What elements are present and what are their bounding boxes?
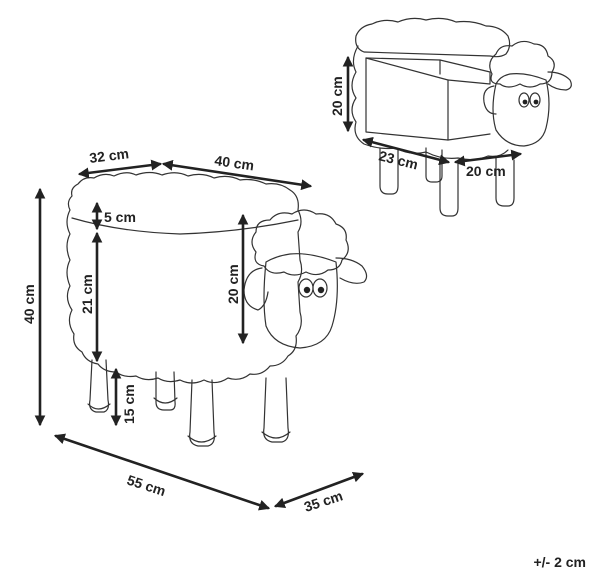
storage-lid [355,17,511,58]
storage-dimension-lines [342,55,523,167]
storage-compartment [365,57,449,141]
dim-line-seat-width [161,159,313,191]
sheep-face [263,253,338,349]
storage-right-eye-icon [529,92,541,108]
sheep-body [66,171,303,384]
right-eye-icon [312,278,328,298]
dim-line-seat-depth [77,159,163,179]
label-total-height: 40 cm [21,284,37,324]
label-seat-depth: 32 cm [88,145,129,166]
storage-left-eye-icon [518,92,530,108]
storage-sheep-wool-tuft [489,40,555,88]
back-leg-right [155,371,176,411]
label-head-height: 20 cm [225,264,241,304]
label-seat-width: 40 cm [214,152,256,173]
front-leg-right [263,377,289,443]
label-body-height: 21 cm [79,274,95,314]
sheep-stool-storage-view [351,17,572,217]
head-wool-tuft [251,209,349,276]
dim-line-total-depth [273,471,365,509]
back-leg-left [89,359,110,413]
storage-sheep-ear-left [483,85,497,115]
right-pupil [317,286,325,294]
label-storage-height: 20 cm [329,76,345,116]
left-pupil [303,286,311,294]
right-ear [335,257,368,284]
dim-line-storage-length [361,136,451,166]
main-dimension-labels: 32 cm 40 cm 5 cm 21 cm 40 cm 20 cm 15 cm… [21,145,345,515]
sheep-stool-main-view [66,171,368,447]
dim-line-storage-depth [453,149,523,167]
label-total-depth: 35 cm [302,487,345,514]
front-leg-left [189,379,215,447]
dim-line-total-length [53,433,271,511]
storage-sheep-ear-right [547,71,572,91]
label-storage-depth: 20 cm [466,163,506,179]
main-dimension-lines [34,159,365,511]
sheep-head [243,209,368,349]
tolerance-note: +/- 2 cm [533,554,586,570]
label-total-length: 55 cm [125,472,168,499]
storage-sheep-face [492,73,550,147]
label-leg-height: 15 cm [121,384,137,424]
label-cushion-thickness: 5 cm [104,209,136,225]
